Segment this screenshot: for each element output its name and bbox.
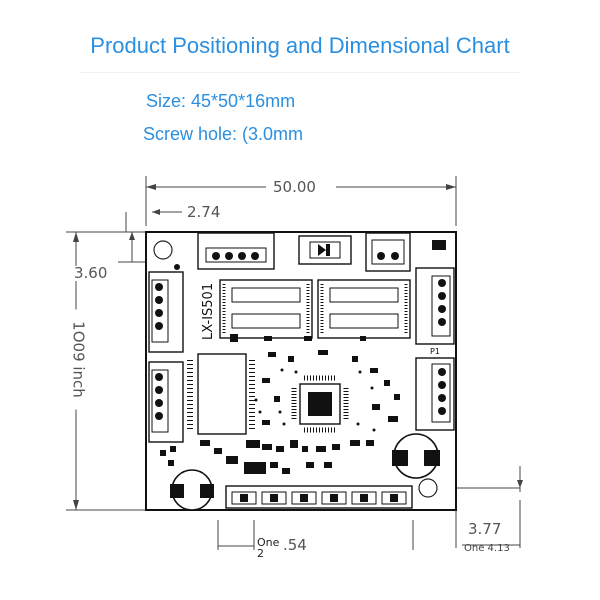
height-label: 1O09 inch	[70, 309, 88, 410]
transformer-left	[219, 279, 313, 339]
capacitor-left	[170, 469, 214, 511]
title-divider	[80, 72, 520, 73]
hole-offset-y-label: 3.60	[74, 264, 108, 282]
top-diode	[298, 235, 352, 265]
bottom-right-label-b: One 4.13	[464, 543, 510, 554]
hole-offset-x-label: 2.74	[187, 203, 221, 221]
transformer-right	[317, 279, 411, 339]
top-connector-right	[365, 232, 411, 272]
screw-hole-spec: Screw hole: (3.0mm	[143, 124, 304, 144]
smd-dots	[254, 368, 376, 432]
pin-label: P1	[430, 347, 440, 356]
bottom-left-label-c: .54	[283, 536, 307, 554]
mcu-chip	[291, 375, 349, 433]
bottom-right-label: 3.77	[468, 520, 502, 538]
mounting-hole	[418, 478, 438, 498]
smd-components	[160, 334, 400, 474]
ic-left	[187, 353, 255, 435]
right-connector-bottom	[415, 357, 455, 431]
top-connector-left	[197, 232, 275, 270]
bottom-left-label-b: 2	[257, 547, 264, 560]
chart-title: Product Positioning and Dimensional Char…	[90, 33, 510, 58]
left-connector-top	[148, 271, 184, 353]
size-spec: Size: 45*50*16mm	[146, 91, 296, 111]
board-model-label: LX-IS501	[201, 283, 216, 340]
dimension-arrows	[73, 184, 523, 510]
left-connector-bottom	[148, 361, 184, 443]
bottom-left-label-a: One	[257, 536, 280, 549]
bottom-connector-row	[225, 485, 413, 509]
right-connector-top	[415, 267, 455, 345]
width-label: 50.00	[273, 178, 316, 196]
mounting-hole	[153, 240, 173, 260]
capacitor-right	[392, 433, 440, 479]
